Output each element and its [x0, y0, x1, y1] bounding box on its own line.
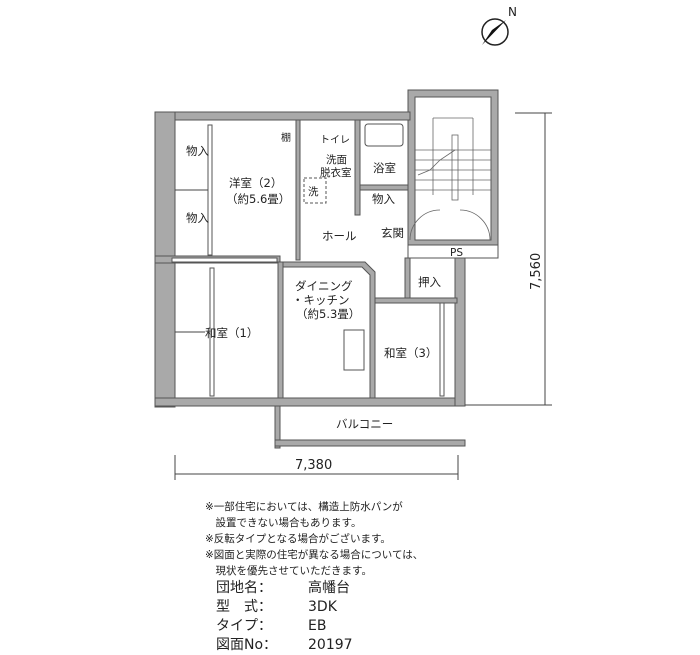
closet-2-label: 物入: [186, 211, 209, 225]
info-key: タイプ：: [216, 618, 272, 634]
note: ※反転タイプとなる場合がございます。: [205, 533, 391, 545]
hall-label: ホール: [322, 229, 357, 243]
note: ※一部住宅においては、構造上防水パンが: [205, 501, 403, 513]
closet-4-label: 押入: [418, 275, 441, 289]
closet-1-label: 物入: [186, 144, 209, 158]
compass-north-label: N: [508, 5, 517, 19]
height-dimension: 7,560: [529, 253, 544, 290]
balcony-rail: [274, 439, 466, 447]
balcony-label: バルコニー: [336, 417, 393, 431]
stairs: [409, 117, 491, 241]
info-value: 3DK: [308, 599, 337, 615]
info-key: 団地名：: [216, 580, 272, 596]
western-room-label: 洋室（2）: [229, 176, 282, 190]
wall-bottom: [154, 397, 466, 407]
shelf-label: 棚: [281, 131, 291, 144]
info-value: EB: [308, 618, 327, 634]
note: 設置できない場合もあります。: [205, 517, 362, 529]
washroom-label-1: 洗面: [326, 154, 347, 166]
bath-label: 浴室: [373, 161, 396, 175]
washroom-label-2: 脱衣室: [320, 166, 352, 179]
wall-top: [154, 111, 411, 121]
note: 現状を優先させていただきます。: [205, 565, 372, 577]
entrance-label: 玄関: [381, 226, 404, 240]
wall-right: [454, 249, 466, 407]
note: ※図面と実際の住宅が異なる場合については、: [205, 549, 424, 561]
dk-size: （約5.3畳）: [296, 307, 360, 321]
width-dimension: 7,380: [295, 458, 332, 473]
info-value: 高幡台: [308, 580, 350, 596]
notes: ※一部住宅においては、構造上防水パンが 設置できない場合もあります。 ※反転タイ…: [205, 499, 423, 579]
info-key: 図面No：: [216, 637, 278, 653]
japanese-room-3-label: 和室（3）: [384, 346, 437, 360]
toilet-label: トイレ: [320, 135, 350, 146]
washer-label: 洗: [308, 186, 319, 198]
info-key: 型 式：: [216, 599, 272, 615]
western-room-size: （約5.6畳）: [226, 192, 290, 206]
info-value: 20197: [308, 637, 353, 653]
japanese-room-1-label: 和室（1）: [205, 326, 258, 340]
kitchen-sink: [343, 329, 365, 371]
ps-label: PS: [450, 247, 463, 259]
dk-label-1: ダイニング: [295, 279, 353, 293]
dimension-lines: [174, 112, 552, 480]
bathtub: [364, 123, 404, 147]
property-info: 団地名： 高幡台 型 式： 3DK タイプ： EB 図面No： 20197: [216, 579, 353, 655]
washer-pan: [303, 177, 327, 204]
dk-label-2: ・キッチン: [292, 293, 350, 307]
closet-3-label: 物入: [372, 192, 395, 206]
compass-icon: N: [481, 5, 517, 46]
